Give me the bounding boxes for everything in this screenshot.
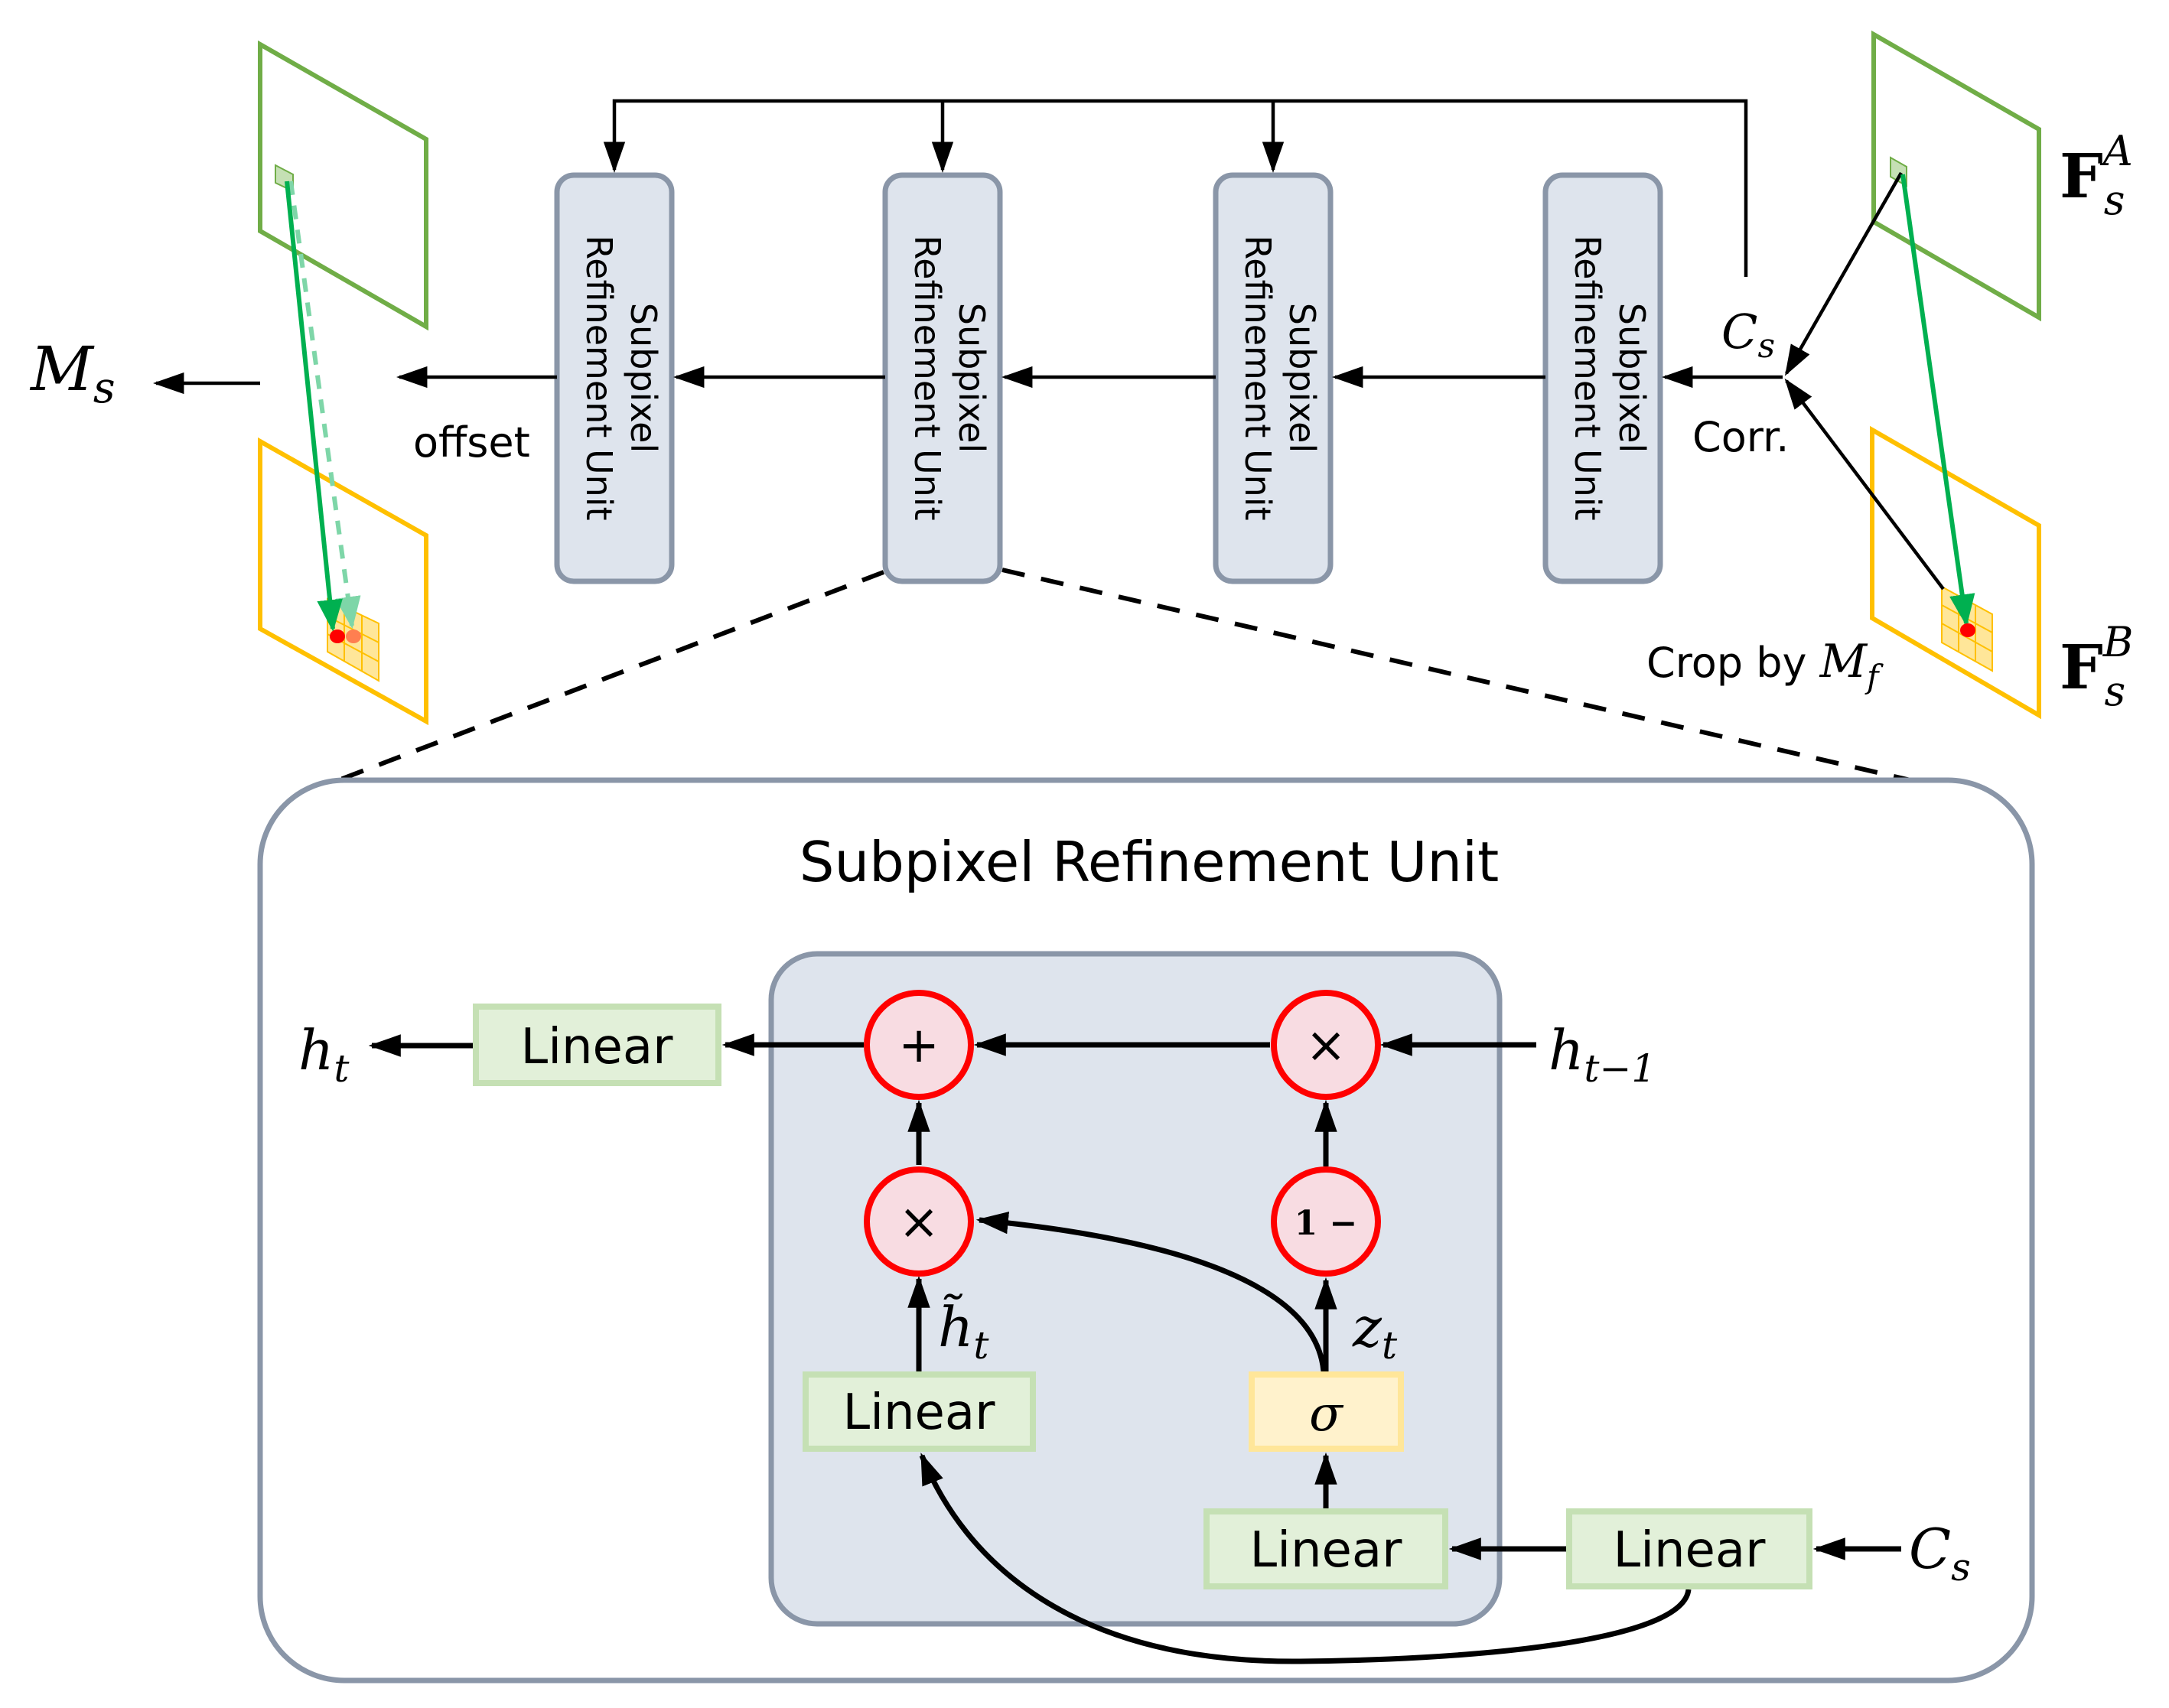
output-matches-label: Ms: [29, 333, 116, 413]
pipeline-arrows: [152, 366, 1783, 395]
input-linear-label: Linear: [1614, 1522, 1767, 1579]
h-tilde-label: h̃t: [938, 1293, 989, 1368]
feedback-bus: [603, 99, 1748, 277]
output-plane-b: [258, 437, 428, 726]
sru-unit-2-line2: Refinement Unit: [907, 235, 948, 520]
output-linear-label: Linear: [521, 1019, 674, 1075]
z-gate-label: zt: [1352, 1295, 1398, 1368]
sru-unit-3: Subpixel Refinement Unit: [1213, 172, 1334, 584]
candidate-linear-box: Linear: [803, 1371, 1036, 1452]
gate-linear-box: Linear: [1203, 1508, 1448, 1589]
cost-volume-label: Cs: [1721, 304, 1775, 366]
zoom-connectors: [297, 568, 1994, 802]
sru-unit-1-line1: Subpixel: [623, 303, 664, 453]
corr-label: Corr.: [1692, 413, 1789, 461]
sru-unit-4: Subpixel Refinement Unit: [1542, 172, 1663, 584]
mul-bottom-symbol: ×: [898, 1194, 940, 1251]
mul-top-symbol: ×: [1305, 1017, 1347, 1074]
sru-unit-4-line1: Subpixel: [1611, 303, 1653, 453]
sru-unit-1: Subpixel Refinement Unit: [554, 172, 675, 584]
sru-unit-3-line1: Subpixel: [1282, 303, 1323, 453]
coarse-point: [330, 630, 345, 643]
candidate-linear-label: Linear: [843, 1384, 996, 1441]
input-linear-box: Linear: [1566, 1508, 1812, 1589]
c-in-label: Cs: [1909, 1517, 1971, 1589]
sru-unit-2: Subpixel Refinement Unit: [882, 172, 1003, 584]
one-minus-symbol: 1 −: [1295, 1204, 1358, 1243]
h-prev-label: ht−1: [1549, 1018, 1656, 1091]
offset-label: offset: [413, 418, 530, 467]
detail-arrows: [368, 1033, 1901, 1664]
output-linear-box: Linear: [473, 1004, 721, 1086]
feature-plane-b: [1870, 425, 2041, 720]
input-point: [1960, 623, 1975, 637]
mul-top-node: ×: [1271, 990, 1381, 1100]
sru-unit-2-line1: Subpixel: [951, 303, 992, 453]
add-op-symbol: +: [898, 1017, 940, 1074]
refined-point: [346, 630, 361, 643]
gate-linear-label: Linear: [1250, 1522, 1403, 1579]
sigmoid-label: σ: [1309, 1386, 1344, 1443]
crop-label: Crop by Mf: [1646, 635, 1884, 695]
sru-unit-3-line2: Refinement Unit: [1237, 235, 1278, 520]
sru-detail-title: Subpixel Refinement Unit: [800, 830, 1499, 894]
one-minus-node: 1 −: [1271, 1166, 1381, 1277]
sru-unit-4-line2: Refinement Unit: [1567, 235, 1608, 520]
add-op-node: +: [864, 990, 974, 1100]
sigmoid-box: σ: [1249, 1371, 1404, 1452]
h-out-label: ht: [298, 1018, 350, 1091]
output-match-arrows: [285, 181, 361, 643]
sru-unit-1-line2: Refinement Unit: [578, 235, 620, 520]
mul-bottom-node: ×: [864, 1166, 974, 1277]
input-match-arrows: [1784, 171, 1975, 637]
